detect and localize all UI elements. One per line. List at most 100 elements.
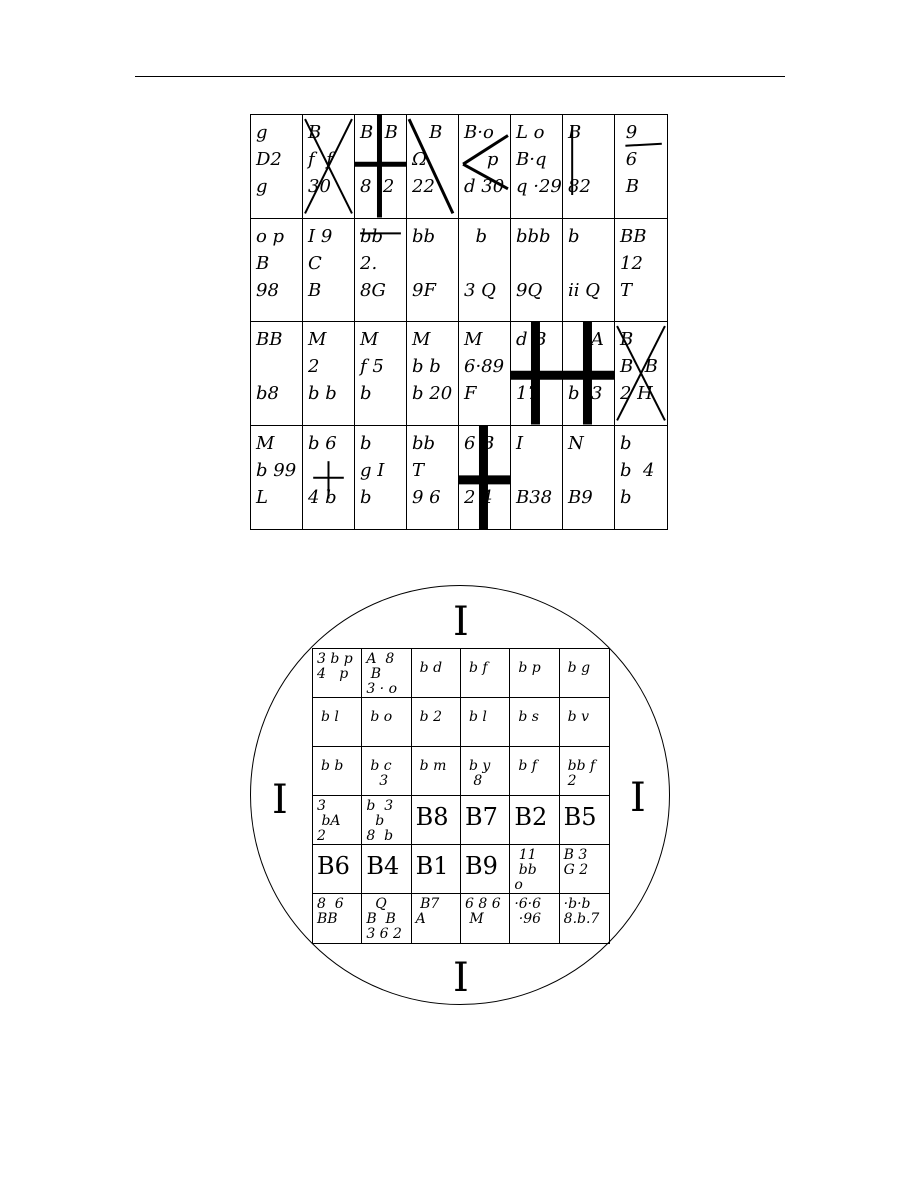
- lower-grid-cell: ·b·b 8.b.7: [560, 894, 609, 943]
- lower-grid-cell: B6: [313, 845, 363, 894]
- lower-grid-cell-text: b y 8: [468, 758, 491, 789]
- upper-grid-cell: bb 9F: [407, 218, 459, 322]
- fraction-bar-stroke: [625, 144, 661, 146]
- upper-grid-cell: A b 3: [563, 322, 615, 426]
- cell-mark: [563, 115, 614, 218]
- upper-grid-cell-text: M 2 b b: [308, 329, 337, 404]
- lower-grid-cell-text: b b: [321, 758, 344, 774]
- upper-grid-cell-text: N B9: [568, 432, 593, 508]
- lower-grid-cell: 6 8 6 M: [461, 894, 511, 943]
- lower-grid-cell: B2: [510, 796, 560, 845]
- lower-grid-cell-text: b d: [419, 660, 443, 676]
- lower-grid-cell-text: b l: [321, 709, 339, 725]
- upper-grid-cell: b b 4 b: [615, 426, 667, 530]
- upper-grid-cell: B Ω 22: [407, 115, 459, 219]
- upper-grid-cell-text: I 9 C B: [308, 225, 333, 301]
- upper-grid-cell: B 82: [563, 115, 615, 219]
- x-cross-stroke: [305, 119, 352, 213]
- upper-grid-cell-text: g D2 g: [256, 122, 282, 197]
- lower-grid-cell-text: 3 bA 2: [317, 798, 341, 844]
- upper-grid-cell-text: B·o p d 30: [464, 122, 505, 197]
- upper-grid-cell: I 9 C B: [303, 218, 355, 322]
- upper-grid-cell: B·o p d 30: [459, 115, 511, 219]
- lower-grid-cell-text: b s: [518, 709, 539, 725]
- lower-grid-cell: b f: [510, 747, 560, 796]
- lower-grid-cell-text: b m: [419, 758, 447, 774]
- upper-grid-cell-text: o p B 98: [256, 225, 285, 301]
- lower-grid-cell: b y 8: [460, 747, 511, 796]
- lower-grid-cell: b v: [559, 698, 609, 747]
- upper-grid-cell-text: bbb 9Q: [516, 225, 551, 301]
- lower-grid-cell: B 3 G 2: [559, 845, 609, 894]
- upper-grid-cell: B f f 30: [303, 115, 355, 219]
- upper-grid-cell-text: b g I b: [360, 432, 385, 508]
- lower-grid-cell: b l: [313, 698, 363, 747]
- lower-grid-cell-text: B5: [563, 803, 597, 831]
- upper-grid-cell-text: BB b8: [256, 329, 283, 404]
- seal-rim-top-letter: I: [453, 599, 469, 645]
- seal-circle: [250, 585, 670, 1005]
- upper-grid-cell-text: B f f 30: [308, 122, 333, 197]
- lower-grid-cell-text: B1: [415, 852, 449, 880]
- seal-rim-right-letter: I: [630, 775, 646, 821]
- upper-grid-cell: BB b8: [251, 322, 303, 426]
- lower-grid-cell: b p: [510, 649, 560, 698]
- lower-grid-cell-text: b f: [518, 758, 537, 774]
- lower-grid-cell-text: Q B B 3 6 2: [366, 896, 402, 942]
- upper-grid-cell-text: bb T 9 6: [412, 432, 441, 508]
- lower-grid-cell: B4: [362, 845, 412, 894]
- upper-grid-cell-text: M 6·89 F: [464, 329, 505, 404]
- lower-grid-cell-text: ·b·b 8.b.7: [563, 896, 600, 927]
- lower-grid-cell: 3 b p 4 p: [313, 649, 363, 698]
- lower-grid-cell-text: B7 A: [415, 896, 440, 927]
- lower-grid-cell: b b: [313, 747, 363, 796]
- cell-mark: [407, 115, 458, 218]
- cell-mark: [303, 115, 354, 218]
- upper-grid-cell-text: I B38: [516, 432, 553, 508]
- lower-grid-cell: B9: [460, 845, 511, 894]
- upper-grid-cell-text: B B B 2 H: [620, 329, 658, 404]
- upper-grid-cell: 9 6 B: [615, 115, 667, 219]
- lower-grid-cell: 8 6 BB: [313, 894, 363, 943]
- lower-grid-cell-text: A 8 B 3 · o: [366, 651, 398, 697]
- upper-grid-cell-text: A b 3: [568, 329, 604, 404]
- cell-mark: [511, 322, 562, 425]
- lower-grid-cell-text: b 3 b 8 b: [366, 798, 394, 844]
- upper-grid-cell: b g I b: [355, 425, 407, 529]
- lower-grid-cell: b c 3: [362, 747, 412, 796]
- lower-grid-cell: b d: [411, 649, 461, 698]
- upper-grid-cell: N B9: [563, 425, 615, 529]
- upper-grid-cell: B B 8 2: [355, 115, 407, 219]
- lower-grid-cell: B8: [411, 796, 461, 845]
- lower-grid-cell-text: b f: [468, 660, 488, 676]
- lower-grid-cell: b m: [411, 747, 461, 796]
- lower-grid-cell: b s: [510, 698, 560, 747]
- lower-grid-cell: Q B B 3 6 2: [362, 894, 412, 943]
- upper-grid-cell-text: M b b b 20: [412, 329, 453, 404]
- upper-grid-cell-text: BB 12 T: [620, 225, 647, 301]
- cell-mark: [355, 219, 406, 322]
- upper-grid-cell-text: b 3 Q: [464, 225, 496, 301]
- upper-grid-cell: b 3 Q: [459, 218, 511, 322]
- upper-grid-cell-text: bb 9F: [412, 225, 436, 301]
- upper-grid-cell: d B 17: [511, 322, 563, 426]
- x-cross-stroke: [617, 326, 665, 420]
- lower-grid-cell-text: bb f 2: [567, 758, 596, 789]
- upper-grid-cell: b 6 4 b: [303, 425, 355, 529]
- cell-mark: [615, 115, 667, 218]
- seal-rim-bottom-letter: I: [453, 955, 469, 1001]
- lower-grid-cell: b g: [559, 649, 609, 698]
- upper-grid-cell-text: bb 2. 8G: [360, 225, 386, 301]
- upper-grid-cell-text: b b 4 b: [620, 432, 655, 508]
- lower-grid-cell: 3 bA 2: [313, 796, 363, 845]
- upper-grid-cell-text: B 82: [568, 122, 591, 197]
- lower-grid-cell-text: 8 6 BB: [317, 896, 344, 927]
- upper-grid-cell-text: 9 6 B: [625, 122, 639, 197]
- cell-mark: [355, 115, 406, 218]
- diag-backslash-stroke: [409, 119, 453, 213]
- chevron-stroke: [463, 164, 508, 189]
- upper-grid-cell: M b b b 20: [407, 322, 459, 426]
- upper-grid-cell: M 2 b b: [303, 322, 355, 426]
- upper-grid-cell: bb 2. 8G: [355, 218, 407, 322]
